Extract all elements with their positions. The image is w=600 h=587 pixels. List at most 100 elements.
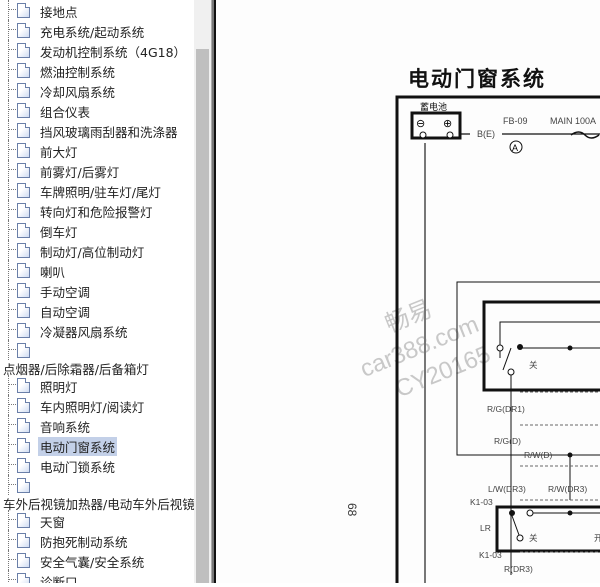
page-frame [395,95,600,583]
tree-line [8,415,9,435]
tree-item[interactable]: 制动灯/高位制动灯 [0,240,194,260]
tree-group-label[interactable]: 点烟器/后除霜器/后备箱灯 [0,358,194,378]
document-icon [17,3,30,18]
tree-line [8,395,9,415]
tree-line [8,484,18,485]
wire-rw-d: R/W(D) [524,450,552,460]
document-icon [17,283,30,298]
tree-line [8,300,9,320]
document-icon [17,533,30,548]
tree-item-label: 自动空调 [40,305,91,320]
tree-item-label: 车外后视镜加热器/电动车外后视镜 [3,497,194,512]
tree-line [8,309,18,310]
tree-line [8,519,18,520]
document-icon [17,223,30,238]
tree-group-label[interactable]: 车外后视镜加热器/电动车外后视镜 [0,493,194,513]
tree-item[interactable]: 转向灯和危险报警灯 [0,200,194,220]
tree-line [8,404,18,405]
tree-item[interactable]: 防抱死制动系统 [0,530,194,550]
tree-line [8,89,18,90]
tree-item-label: 转向灯和危险报警灯 [40,205,153,220]
tree-line [8,149,18,150]
tree-item-label: 倒车灯 [40,225,78,240]
pane-splitter[interactable] [211,0,216,583]
tree-line [8,0,9,20]
tree-item-label: 前雾灯/后雾灯 [40,165,120,180]
tree-item[interactable]: 照明灯 [0,375,194,395]
tree-item-label: 冷却风扇系统 [40,85,116,100]
tree-item[interactable]: 倒车灯 [0,220,194,240]
battery-symbol [410,111,462,140]
tree-line [8,189,18,190]
tree-line [8,140,9,160]
tree-item[interactable]: 音响系统 [0,415,194,435]
tree-line [8,40,9,60]
tree-item[interactable]: 挡风玻璃雨刮器和洗涤器 [0,120,194,140]
document-icon [17,83,30,98]
tree-item-label: 照明灯 [40,380,78,395]
tree-line [8,120,9,140]
connector-k103-top: K1-03 [470,497,493,507]
tree-item[interactable]: 接地点 [0,0,194,20]
switch-open-label: 开 [594,533,600,543]
tree-item[interactable]: 电动门锁系统 [0,455,194,475]
tree-item[interactable]: 天窗 [0,510,194,530]
tree-item-label: 电动门锁系统 [40,460,116,475]
tree-item[interactable]: 充电系统/起动系统 [0,20,194,40]
tree-line [8,180,9,200]
tree-line [8,249,18,250]
battery-minus: ⊖ [416,118,425,130]
tree-line [8,444,18,445]
tree-item[interactable]: 前雾灯/后雾灯 [0,160,194,180]
ground-a: A [512,143,518,153]
tree-item-label: 手动空调 [40,285,91,300]
document-icon [17,263,30,278]
tree-line [8,129,18,130]
tree-line [8,60,9,80]
document-icon [17,183,30,198]
tree-item[interactable]: 自动空调 [0,300,194,320]
tree-item[interactable]: 车牌照明/驻车灯/尾灯 [0,180,194,200]
tree-item-label: 充电系统/起动系统 [40,25,145,40]
tree-item[interactable]: 组合仪表 [0,100,194,120]
document-icon [17,323,30,338]
connector-fb09: FB-09 [503,116,528,126]
document-icon [17,143,30,158]
document-icon [17,303,30,318]
battery-plus: ⊕ [443,118,452,130]
tree-item[interactable]: 手动空调 [0,280,194,300]
tree-item-label: 车内照明灯/阅读灯 [40,400,145,415]
tree-item[interactable]: 安全气囊/安全系统 [0,550,194,570]
tree-item[interactable]: 燃油控制系统 [0,60,194,80]
tree-item[interactable]: 诊断口 [0,570,194,583]
tree-line [8,80,9,100]
tree-item-label: 制动灯/高位制动灯 [40,245,145,260]
tree-item[interactable]: 冷却风扇系统 [0,80,194,100]
page-number: 68 [345,503,359,517]
tree-item[interactable] [0,340,194,360]
tree-item[interactable]: 喇叭 [0,260,194,280]
tree-item[interactable]: 发动机控制系统（4G18） [0,40,194,60]
wire-rg-d: R/G(D) [494,436,521,446]
tree-item[interactable]: 车内照明灯/阅读灯 [0,395,194,415]
document-icon [17,513,30,528]
tree-item[interactable]: 冷凝器风扇系统 [0,320,194,340]
tree-line [8,169,18,170]
tree-scrollbar[interactable] [194,0,211,583]
wiring-diagram: 畅易 car388.com CY20165 电动门窗系统 蓄电池 ⊖ ⊕ B(E… [345,67,600,583]
document-icon [17,458,30,473]
tree-line [8,340,9,360]
tree-item[interactable]: 前大灯 [0,140,194,160]
document-icon [17,553,30,568]
document-icon [17,398,30,413]
tree-line [8,100,9,120]
scrollbar-thumb[interactable] [196,49,209,583]
document-icon [17,43,30,58]
document-icon [17,203,30,218]
tree-line [8,530,9,550]
document-icon [17,23,30,38]
tree-item[interactable] [0,475,194,495]
tree-line [8,289,18,290]
tree-line [8,475,9,495]
tree-item[interactable]: 电动门窗系统 [0,435,194,456]
